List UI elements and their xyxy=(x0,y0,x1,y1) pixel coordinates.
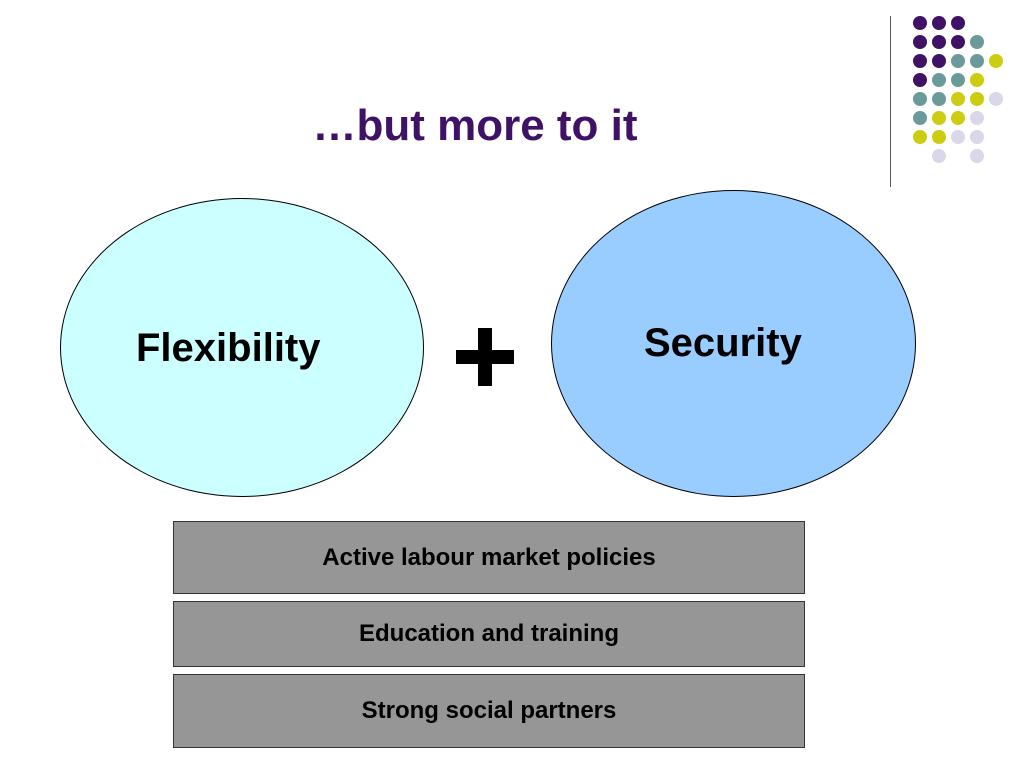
slide-title: …but more to it xyxy=(312,101,638,150)
flexibility-label: Flexibility xyxy=(136,326,321,370)
plus-icon xyxy=(456,328,514,386)
active-labour-market-policies-box: Active labour market policies xyxy=(173,521,805,594)
education-and-training-box: Education and training xyxy=(173,601,805,667)
strong-social-partners-box: Strong social partners xyxy=(173,674,805,748)
security-ellipse xyxy=(551,190,916,497)
box-label: Education and training xyxy=(358,620,619,647)
box-label: Active labour market policies xyxy=(322,543,656,571)
decorative-dot-grid xyxy=(913,16,1003,163)
flexibility-ellipse xyxy=(60,198,424,497)
security-label: Security xyxy=(644,321,802,365)
box-label: Strong social partners xyxy=(361,697,617,724)
title-divider-line xyxy=(890,16,891,187)
